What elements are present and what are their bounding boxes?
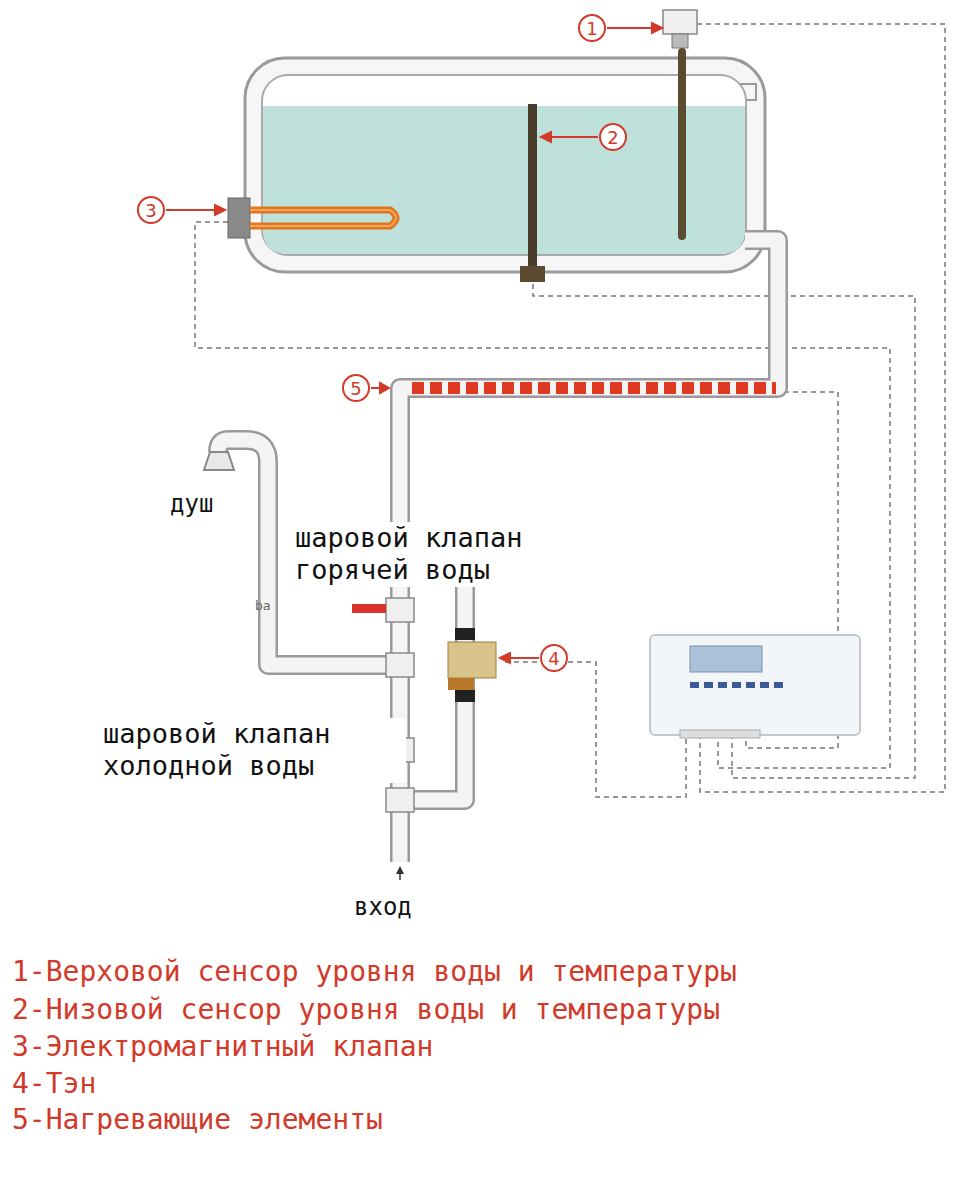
legend-line: 5-Нагревающие элементы	[12, 1103, 383, 1137]
shower-head	[204, 452, 234, 470]
legend-line: 2-Низовой сенсор уровня воды и температу…	[12, 993, 720, 1027]
legend-line: 4-Тэн	[12, 1067, 96, 1101]
callout-circle: 2	[599, 123, 627, 151]
callout-number: 2	[607, 127, 618, 148]
bottom-sensor-base	[520, 266, 545, 282]
valve-collar	[455, 690, 475, 702]
callout-circle: 3	[137, 196, 165, 224]
callout-number: 5	[350, 378, 361, 399]
valve-nut	[448, 678, 474, 690]
inlet-label: вход	[354, 893, 412, 922]
valve-collar	[455, 628, 475, 640]
callout-number: 1	[586, 18, 597, 39]
controller-screen	[690, 646, 762, 672]
bottom-sensor-rod	[528, 104, 537, 270]
heater-flange	[228, 198, 250, 238]
controller	[650, 635, 860, 735]
top-sensor-rod	[678, 48, 686, 240]
callout-number: 3	[145, 200, 156, 221]
water	[263, 106, 745, 254]
valve-label: шаровой клапан горячей воды	[292, 522, 598, 587]
callout-circle: 5	[342, 374, 370, 402]
pipe-mark: ba	[255, 598, 271, 614]
tank-insulation	[245, 58, 765, 272]
inlet-arrow-head	[396, 866, 404, 874]
legend-line: 1-Верховой сенсор уровня воды и температ…	[12, 955, 737, 989]
heating-band	[412, 382, 776, 394]
top-sensor-fitting	[672, 34, 688, 48]
valve-label: шаровой клапан холодной воды	[100, 718, 406, 783]
top-sensor-head	[663, 10, 697, 34]
callout-circle: 4	[540, 644, 568, 672]
signal-wires	[195, 24, 945, 797]
heater-element	[250, 210, 396, 226]
controller-terminals	[680, 730, 760, 738]
callout-number: 4	[548, 648, 559, 669]
valve-body	[448, 642, 496, 678]
callout-arrows	[166, 23, 662, 663]
part-label: душ	[170, 490, 213, 519]
legend-line: 3-Электромагнитный клапан	[12, 1030, 433, 1064]
controller-buttons	[690, 682, 783, 688]
heater-highlight	[250, 210, 396, 226]
callout-circle: 1	[578, 14, 606, 42]
hot-valve-handle	[352, 604, 386, 613]
